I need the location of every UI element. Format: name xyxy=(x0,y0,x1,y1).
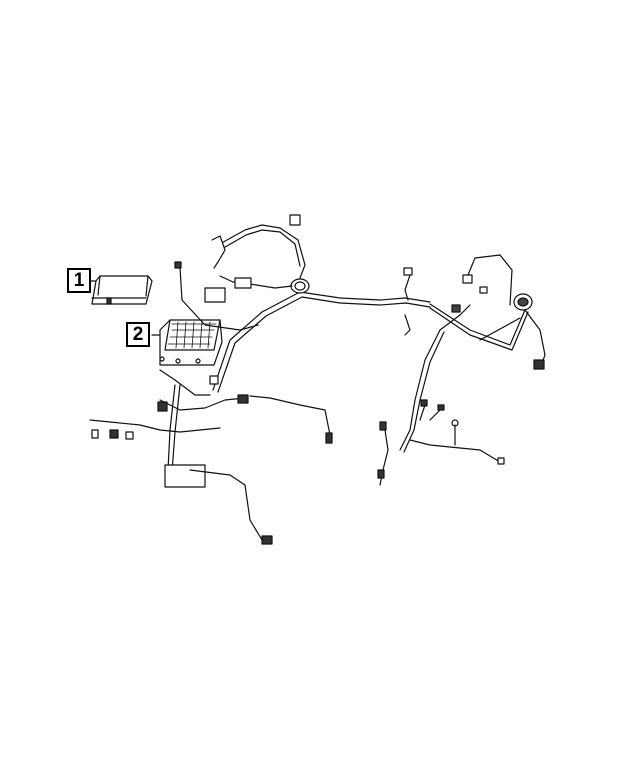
left-lead xyxy=(174,261,259,331)
callout-1: 1 xyxy=(67,268,91,293)
lower-left-branch xyxy=(89,369,333,545)
callout-1-number: 1 xyxy=(73,269,85,291)
callout-2-number: 2 xyxy=(132,323,144,345)
fuse-block-part xyxy=(151,319,223,366)
callout-2: 2 xyxy=(126,322,150,347)
main-harness-trunk xyxy=(212,278,533,393)
right-lower-branch xyxy=(377,329,505,486)
module-box-part xyxy=(88,275,153,305)
right-upper-branch xyxy=(403,254,546,370)
upper-branch xyxy=(204,214,306,303)
